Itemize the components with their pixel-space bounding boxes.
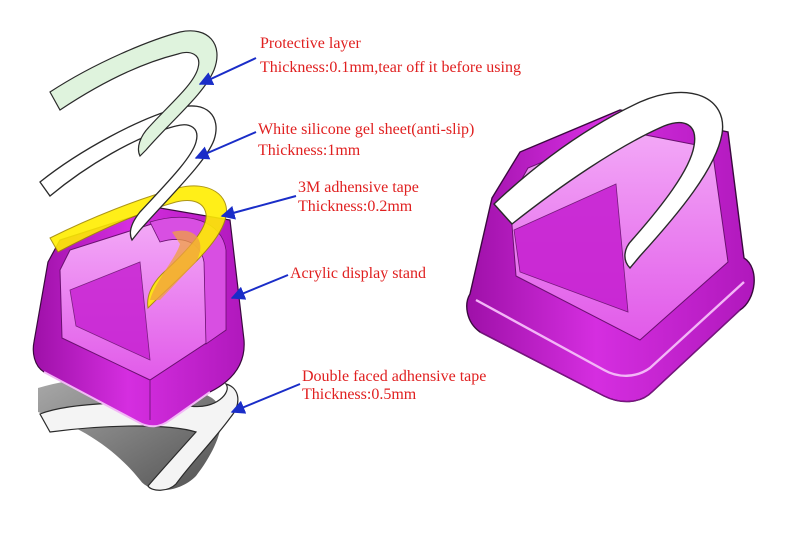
- protective-layer-shape: [49, 30, 218, 158]
- tape-overlap: [150, 230, 201, 300]
- protective-layer-title: Protective layer: [260, 35, 361, 52]
- silicone-sheet-title: White silicone gel sheet(anti-slip): [258, 121, 475, 138]
- silicone-sheet-label: White silicone gel sheet(anti-slip) Thic…: [258, 120, 474, 160]
- leader-lines: [194, 57, 301, 414]
- protective-layer-label: Protective layer Thickness:0.1mm,tear of…: [260, 34, 521, 77]
- double-faced-tape-thickness: Thickness:0.5mm: [302, 386, 417, 403]
- double-faced-tape-title: Double faced adhensive tape: [302, 368, 487, 385]
- acrylic-stand-label: Acrylic display stand: [290, 264, 426, 283]
- double-faced-tape-label: Double faced adhensive tape Thickness:0.…: [302, 367, 486, 404]
- 3m-tape-thickness: Thickness:0.2mm: [298, 198, 413, 215]
- acrylic-stand-title: Acrylic display stand: [290, 265, 426, 282]
- 3m-tape-label: 3M adhensive tape Thickness:0.2mm: [298, 178, 419, 216]
- acrylic-stand-assembled: [466, 91, 755, 403]
- 3m-tape-title: 3M adhensive tape: [298, 179, 419, 196]
- protective-layer-thickness: Thickness:0.1mm,tear off it before using: [260, 59, 521, 76]
- silicone-sheet-thickness: Thickness:1mm: [258, 142, 361, 159]
